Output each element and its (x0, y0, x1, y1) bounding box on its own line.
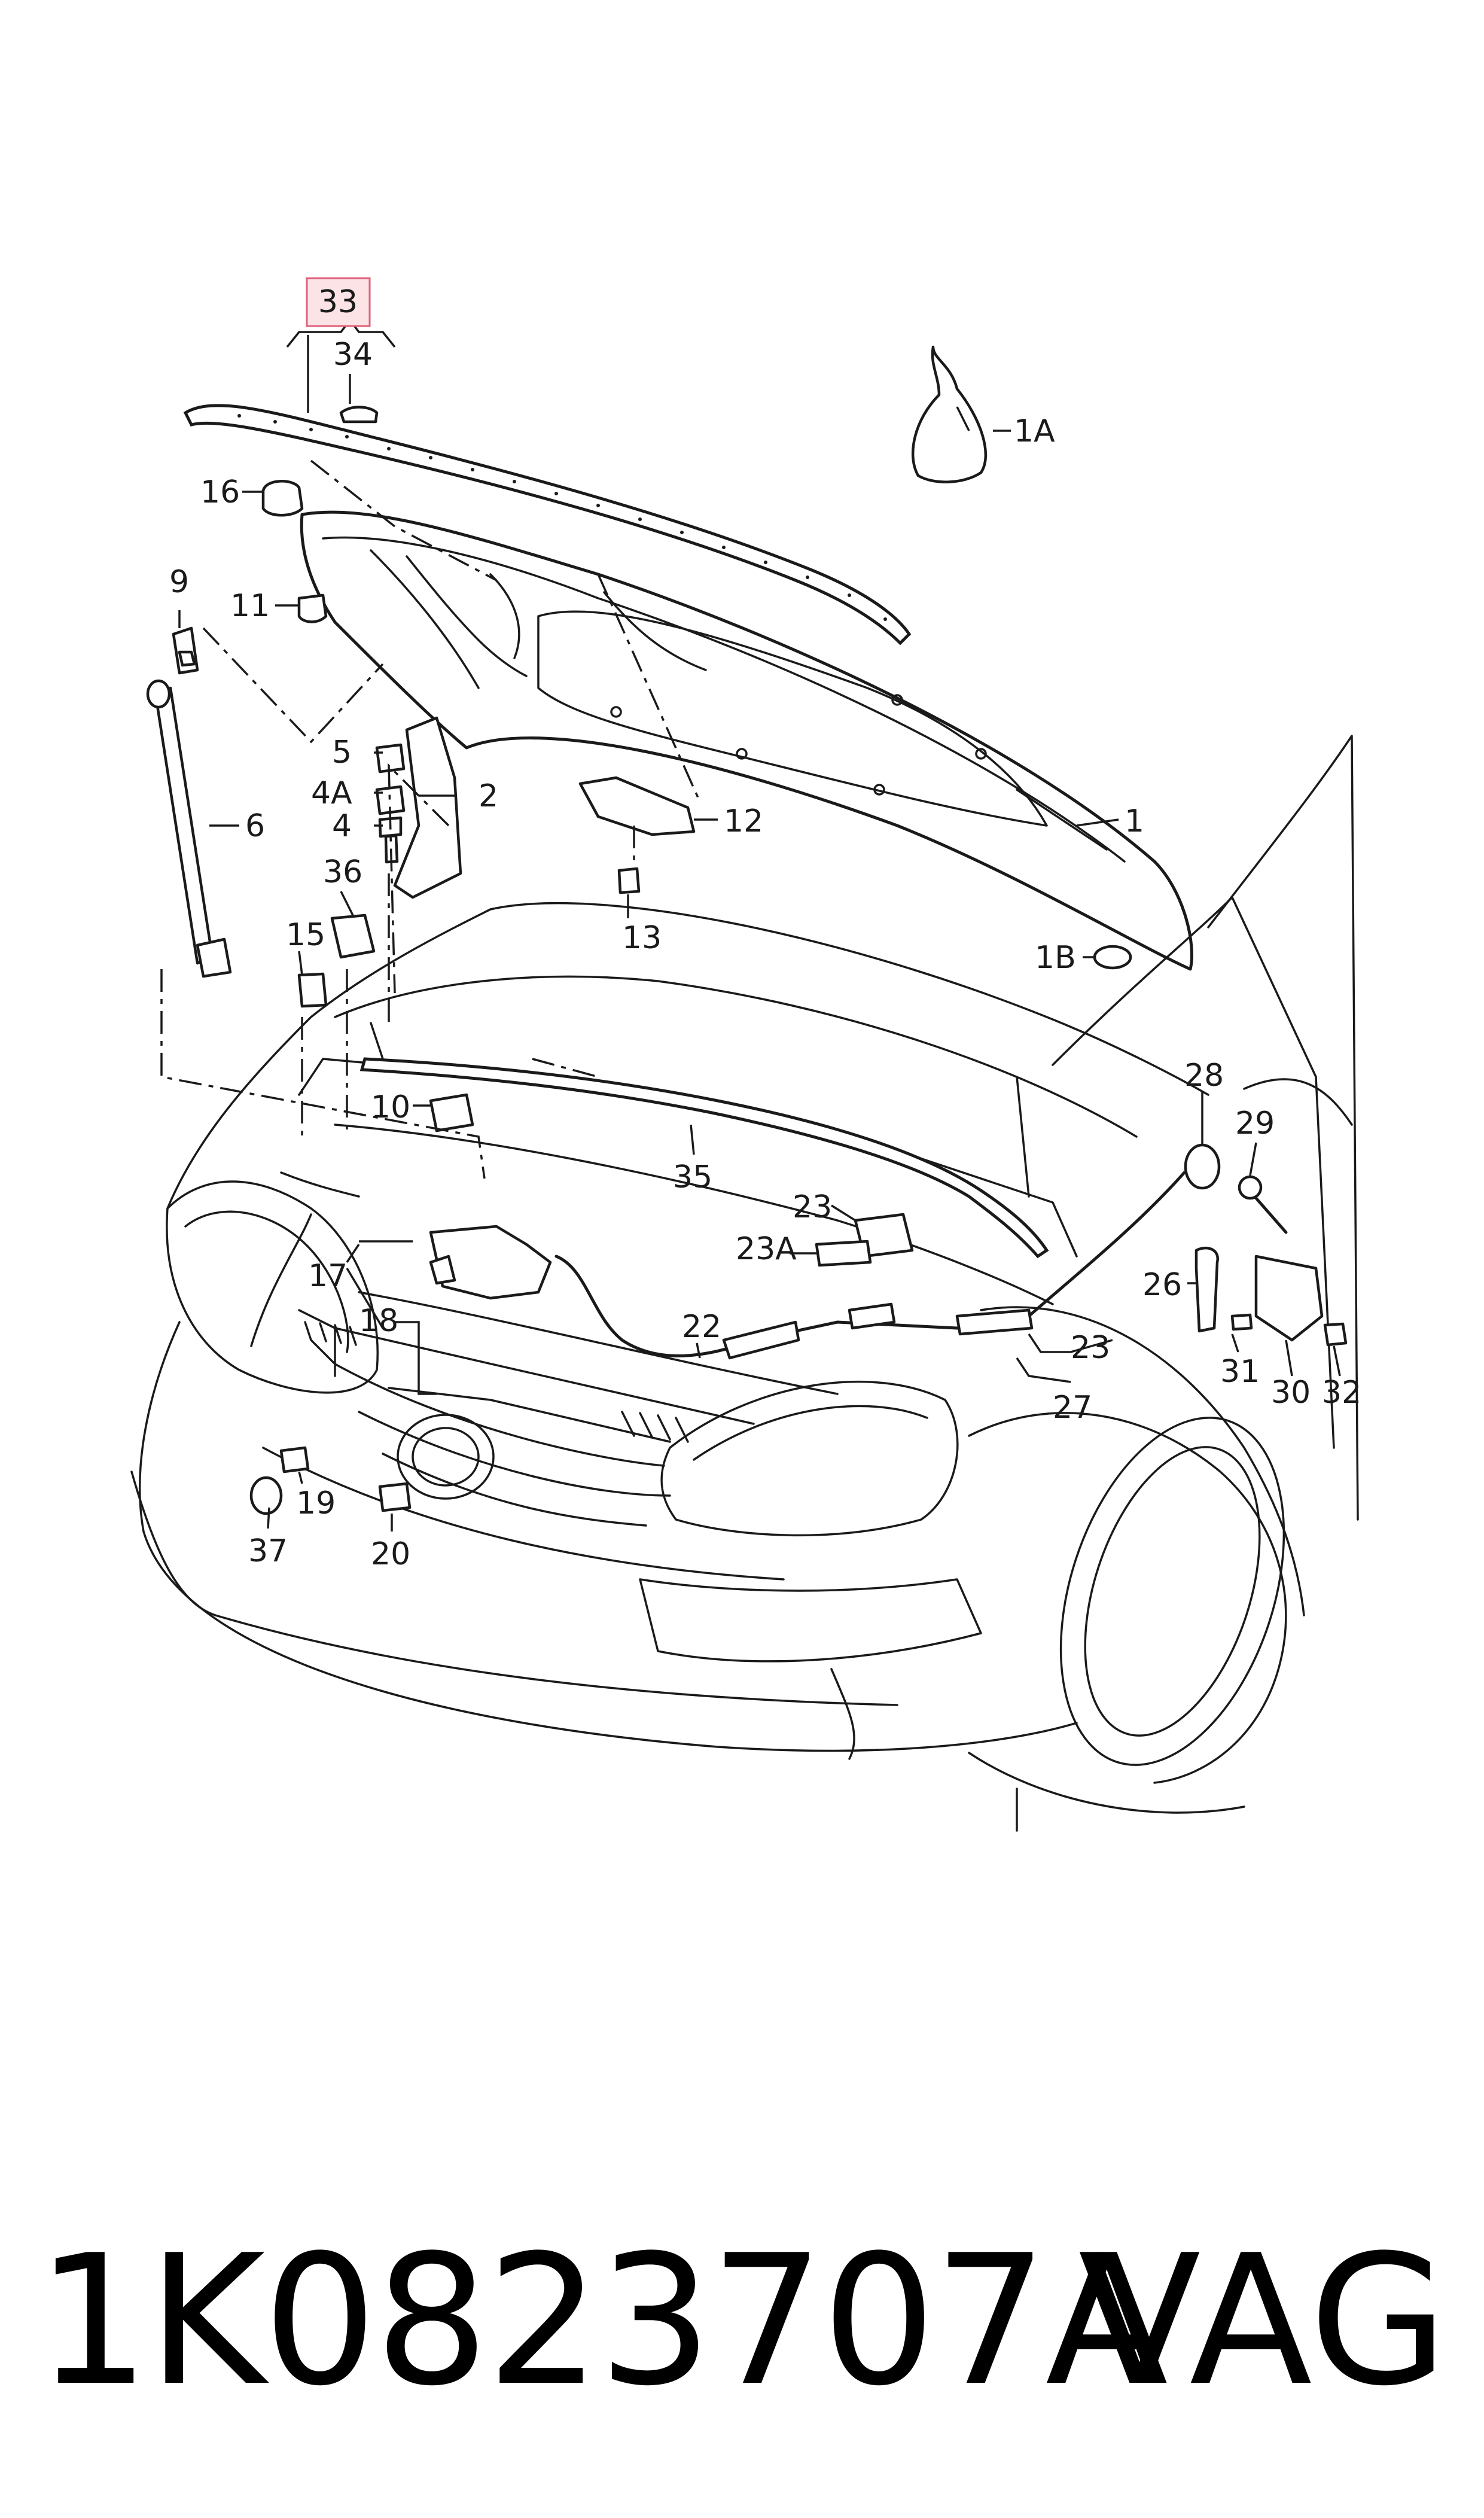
hood-gas-strut (146, 626, 232, 978)
hood-seal-strip (183, 404, 912, 646)
callout-28: 28 (1184, 1058, 1224, 1094)
callout-10: 10 (371, 1089, 410, 1125)
callout-12: 12 (724, 803, 763, 839)
footer: 1K0823707A VAG (0, 2213, 1484, 2429)
callout-23A: 23A (736, 1231, 797, 1267)
callout-6: 6 (245, 808, 265, 844)
small-parts (249, 345, 1348, 1515)
callout-34: 34 (333, 337, 373, 373)
callout-5: 5 (332, 735, 352, 771)
callout-27: 27 (1053, 1390, 1092, 1426)
callout-1B: 1B (1035, 940, 1076, 976)
callout-4: 4 (332, 808, 352, 844)
callout-30: 30 (1271, 1375, 1311, 1411)
callout-4A: 4A (311, 775, 352, 811)
callout-labels: 33 34 1A 16 9 11 1 5 4A 2 12 4 6 36 13 1… (169, 284, 1361, 1572)
brand: VAG (1078, 2216, 1448, 2425)
assembly-lines (160, 459, 701, 1179)
callout-20: 20 (371, 1536, 410, 1572)
callout-15: 15 (286, 917, 325, 953)
callout-18: 18 (359, 1303, 398, 1339)
callout-36: 36 (323, 854, 362, 890)
callout-2: 2 (479, 778, 498, 814)
callout-1: 1 (1125, 803, 1144, 839)
front-seal-strip (359, 1057, 1049, 1259)
callout-16: 16 (200, 474, 240, 510)
callout-17: 17 (308, 1258, 348, 1294)
callout-33: 33 (318, 284, 358, 320)
callout-23-lower: 23 (1071, 1330, 1110, 1366)
callout-23-upper: 23 (793, 1189, 832, 1225)
callout-13: 13 (622, 920, 662, 956)
callout-35: 35 (673, 1159, 712, 1195)
callout-1A: 1A (1014, 413, 1055, 449)
callout-29: 29 (1235, 1106, 1275, 1141)
callout-26: 26 (1142, 1267, 1182, 1303)
parts-diagram: 33 34 1A 16 9 11 1 5 4A 2 12 4 6 36 13 1… (130, 277, 1361, 1832)
part-number: 1K0823707A (36, 2216, 1168, 2425)
highlight-box (306, 277, 371, 327)
callout-19: 19 (296, 1485, 336, 1521)
leader-lines (178, 318, 1341, 1531)
callout-37: 37 (248, 1533, 288, 1569)
callout-9: 9 (169, 564, 189, 600)
callout-32: 32 (1322, 1375, 1361, 1411)
callout-31: 31 (1220, 1354, 1260, 1390)
callout-11: 11 (230, 588, 270, 624)
callout-22: 22 (682, 1309, 721, 1345)
